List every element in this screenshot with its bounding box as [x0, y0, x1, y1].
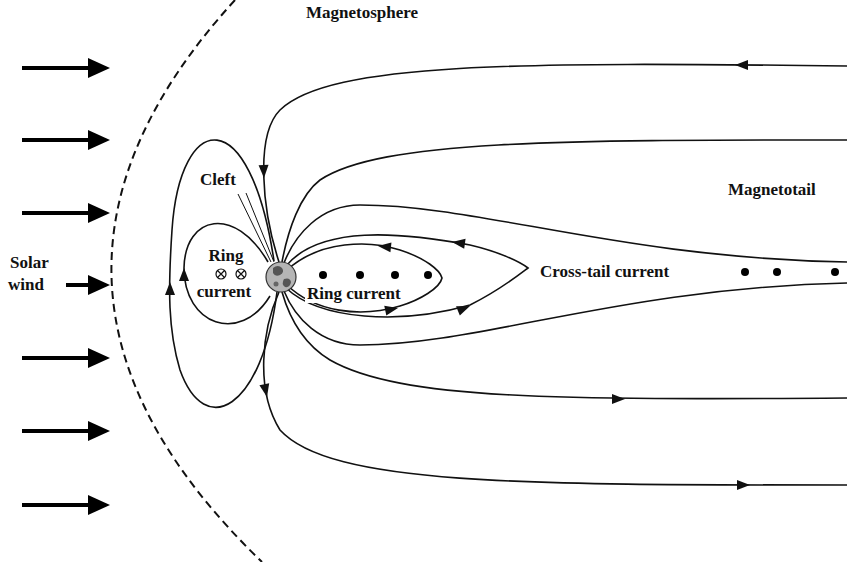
current-into-page: [216, 269, 246, 279]
region-label-box: Solar wind: [8, 252, 66, 296]
region-label-box: Ring current: [190, 238, 260, 310]
field-line: [286, 235, 528, 317]
region-label-box: Magnetotail: [726, 180, 818, 200]
field-arrows: [165, 60, 750, 490]
field-line: [282, 292, 847, 399]
region-label: Magnetotail: [726, 180, 818, 199]
region-label: Solar wind: [8, 253, 49, 294]
region-label-box: Cleft: [198, 170, 238, 190]
field-line: [184, 224, 270, 324]
field-line: [264, 292, 847, 485]
field-line: [264, 64, 847, 262]
region-label: Ring current: [305, 284, 403, 303]
field-line: [284, 283, 847, 345]
region-label: Magnetosphere: [304, 3, 420, 22]
region-label-box: Ring current: [305, 284, 403, 304]
region-label: Cross-tail current: [538, 262, 671, 281]
region-label: Cleft: [198, 170, 238, 189]
region-label: Ring current: [197, 246, 253, 301]
bow-shock: [111, 0, 262, 562]
earth: [266, 262, 296, 292]
field-line: [170, 140, 277, 407]
region-label-box: Cross-tail current: [538, 262, 671, 282]
region-label-box: Magnetosphere: [304, 3, 420, 23]
field-line: [284, 205, 847, 263]
field-line: [287, 244, 442, 312]
